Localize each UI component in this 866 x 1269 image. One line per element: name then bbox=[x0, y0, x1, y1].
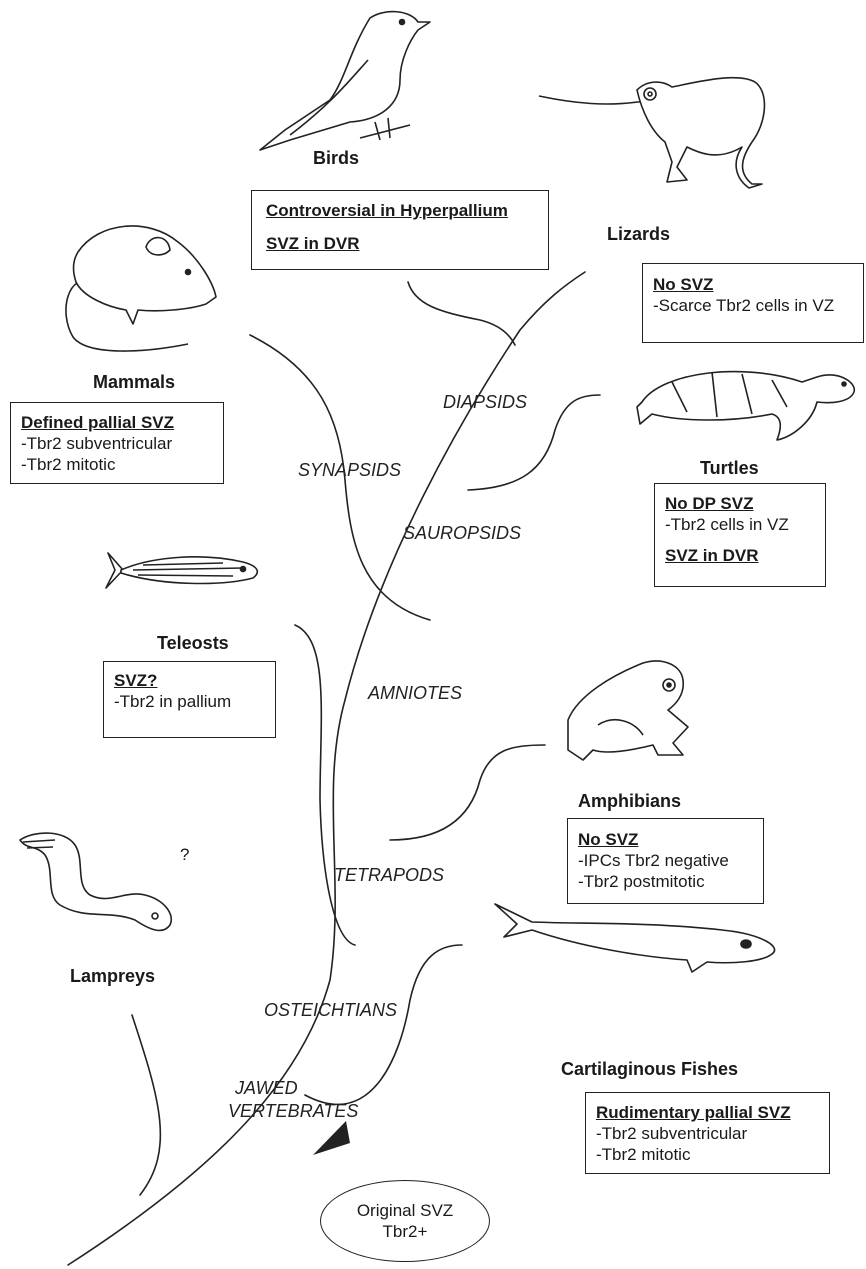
clade-osteichtians: OSTEICHTIANS bbox=[264, 1000, 397, 1021]
taxon-turtles: Turtles bbox=[700, 458, 759, 479]
turtle-icon bbox=[632, 362, 860, 447]
box-lizards-line1: -Scarce Tbr2 cells in VZ bbox=[653, 295, 853, 316]
teleost-branch bbox=[295, 625, 355, 945]
taxon-lampreys: Lampreys bbox=[70, 966, 155, 987]
clade-diapsids: DIAPSIDS bbox=[443, 392, 527, 413]
box-amphibians-line1: -IPCs Tbr2 negative bbox=[578, 850, 753, 871]
taxon-cartilaginous-fishes: Cartilaginous Fishes bbox=[561, 1059, 738, 1080]
box-birds: Controversial in Hyperpallium SVZ in DVR bbox=[251, 190, 549, 270]
box-teleosts: SVZ? -Tbr2 in pallium bbox=[103, 661, 276, 738]
box-turtles: No DP SVZ -Tbr2 cells in VZ SVZ in DVR bbox=[654, 483, 826, 587]
lizard-icon bbox=[537, 62, 787, 202]
box-amphibians-line2: -Tbr2 postmitotic bbox=[578, 871, 753, 892]
box-teleosts-line1: -Tbr2 in pallium bbox=[114, 691, 265, 712]
box-birds-heading1: Controversial in Hyperpallium bbox=[266, 200, 538, 221]
box-mammals-line1: -Tbr2 subventricular bbox=[21, 433, 213, 454]
clade-jawed-line1: JAWED bbox=[228, 1077, 358, 1100]
clade-tetrapods: TETRAPODS bbox=[334, 865, 444, 886]
taxon-amphibians: Amphibians bbox=[578, 791, 681, 812]
box-cartilaginous-fishes: Rudimentary pallial SVZ -Tbr2 subventric… bbox=[585, 1092, 830, 1174]
box-lizards: No SVZ -Scarce Tbr2 cells in VZ bbox=[642, 263, 864, 343]
origin-line2: Tbr2+ bbox=[383, 1221, 428, 1242]
arrowhead-icon bbox=[313, 1121, 350, 1155]
lamprey-icon bbox=[15, 830, 177, 940]
amphibian-branch bbox=[390, 745, 545, 840]
box-cartilaginous-line2: -Tbr2 mitotic bbox=[596, 1144, 819, 1165]
clade-amniotes: AMNIOTES bbox=[368, 683, 462, 704]
clade-sauropsids: SAUROPSIDS bbox=[403, 523, 521, 544]
lamprey-branch bbox=[132, 1015, 160, 1195]
clade-jawed-vertebrates: JAWED VERTEBRATES bbox=[228, 1077, 358, 1123]
taxon-teleosts: Teleosts bbox=[157, 633, 229, 654]
taxon-lizards: Lizards bbox=[607, 224, 670, 245]
box-birds-heading2: SVZ in DVR bbox=[266, 233, 538, 254]
box-mammals: Defined pallial SVZ -Tbr2 subventricular… bbox=[10, 402, 224, 484]
box-teleosts-heading: SVZ? bbox=[114, 670, 265, 691]
shark-icon bbox=[492, 902, 782, 982]
bird-icon bbox=[250, 0, 440, 160]
origin-line1: Original SVZ bbox=[357, 1200, 453, 1221]
box-mammals-heading: Defined pallial SVZ bbox=[21, 412, 213, 433]
origin-oval: Original SVZ Tbr2+ bbox=[320, 1180, 490, 1262]
clade-synapsids: SYNAPSIDS bbox=[298, 460, 401, 481]
box-lizards-heading: No SVZ bbox=[653, 274, 853, 295]
box-turtles-heading1: No DP SVZ bbox=[665, 493, 815, 514]
clade-jawed-line2: VERTEBRATES bbox=[228, 1100, 358, 1123]
taxon-birds: Birds bbox=[313, 148, 359, 169]
lamprey-question-mark: ? bbox=[180, 845, 189, 865]
box-turtles-line1: -Tbr2 cells in VZ bbox=[665, 514, 815, 535]
box-amphibians-heading: No SVZ bbox=[578, 829, 753, 850]
box-turtles-heading2: SVZ in DVR bbox=[665, 545, 815, 566]
taxon-mammals: Mammals bbox=[93, 372, 175, 393]
frog-icon bbox=[563, 655, 693, 765]
box-mammals-line2: -Tbr2 mitotic bbox=[21, 454, 213, 475]
bird-branch bbox=[408, 282, 515, 345]
fish-icon bbox=[103, 548, 263, 593]
box-amphibians: No SVZ -IPCs Tbr2 negative -Tbr2 postmit… bbox=[567, 818, 764, 904]
box-cartilaginous-line1: -Tbr2 subventricular bbox=[596, 1123, 819, 1144]
mouse-icon bbox=[38, 212, 223, 362]
box-cartilaginous-heading: Rudimentary pallial SVZ bbox=[596, 1102, 819, 1123]
